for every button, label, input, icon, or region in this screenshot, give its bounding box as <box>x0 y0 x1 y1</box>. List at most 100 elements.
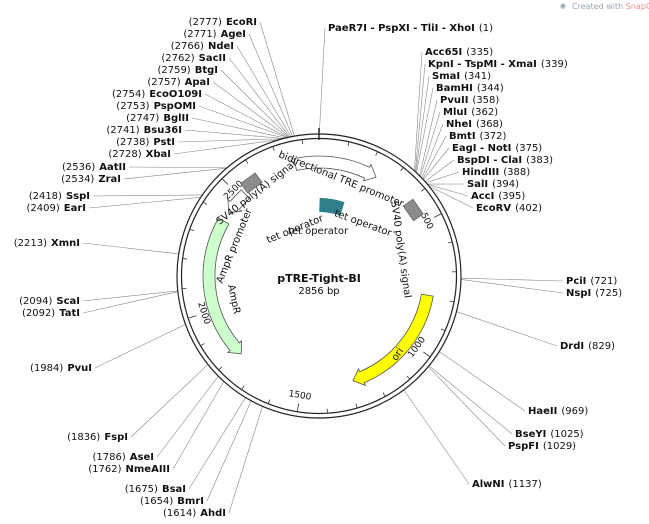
site-position: (358) <box>472 95 499 106</box>
site-label: DrdI(829) <box>560 341 615 352</box>
tet-operator-box <box>327 198 335 214</box>
site-label: SmaI(341) <box>432 71 491 82</box>
leader-line <box>130 364 209 438</box>
site-position: (2409) <box>27 203 60 214</box>
site-label: (2094)ScaI <box>19 296 80 307</box>
site-name: PvuI <box>67 363 92 374</box>
site-position: (339) <box>541 59 568 70</box>
site-label: (2728)XbaI <box>108 149 171 160</box>
site-label: BmtI (372) <box>449 131 507 142</box>
site-label: SalI(394) <box>467 179 519 190</box>
site-name: SspI <box>66 191 90 202</box>
major-tick <box>423 351 430 357</box>
site-label: (1675)BsaI <box>125 484 186 495</box>
minor-tick <box>203 202 208 205</box>
leader-line <box>456 311 558 347</box>
site-name: AseI <box>130 452 154 463</box>
leader-line <box>191 117 286 139</box>
minor-tick <box>421 188 425 192</box>
leader-line <box>212 81 289 138</box>
site-name: BmtI <box>449 131 476 142</box>
site-name: PspOMI <box>154 101 196 112</box>
site-name: BspDI - ClaI <box>457 155 522 166</box>
site-name: EcoRV <box>476 203 511 214</box>
major-tick <box>296 403 300 412</box>
leader-line <box>425 171 460 183</box>
site-position: (1137) <box>509 479 542 490</box>
minor-tick <box>347 142 350 147</box>
site-name: PaeR7I - PspXI - TliI - XhoI <box>328 23 475 34</box>
site-label: HindIII(388) <box>462 167 530 178</box>
watermark: ✺ Created with SnapGene® <box>560 2 649 11</box>
leader-line <box>92 194 203 197</box>
feature-label: SV40 poly(A) signal <box>388 201 412 299</box>
leader-line <box>428 366 506 447</box>
site-position: (2738) <box>116 137 149 148</box>
leader-line <box>422 135 447 180</box>
major-tick <box>188 315 197 319</box>
site-label: BseYI(1025) <box>515 429 584 440</box>
site-label: PvuII(358) <box>440 95 499 106</box>
leader-line <box>123 167 227 180</box>
site-label: (2757)ApaI <box>147 77 210 88</box>
major-tick <box>433 213 442 218</box>
site-position: (2777) <box>189 17 222 28</box>
site-label: (2747)BglII <box>126 113 189 124</box>
site-position: (341) <box>464 71 491 82</box>
site-position: (1614) <box>163 508 196 519</box>
leader-line <box>423 147 450 180</box>
site-label: (2762)SacII <box>161 53 226 64</box>
site-label: PspFI(1029) <box>508 441 576 452</box>
site-position: (2762) <box>161 53 194 64</box>
site-label: (1786)AseI <box>93 452 154 463</box>
site-name: BsaI <box>162 484 186 495</box>
site-position: (372) <box>480 131 507 142</box>
site-position: (1762) <box>88 464 121 475</box>
site-label: (2777) EcoRI <box>189 17 257 28</box>
leader-line <box>82 291 178 314</box>
site-label: AccI(395) <box>471 191 525 202</box>
feature-sv40-poly-a-signal-box <box>240 172 263 194</box>
site-name: EagI - NotI <box>452 143 511 154</box>
leader-line <box>415 75 430 173</box>
leader-line <box>259 21 295 137</box>
site-name: EcoRI <box>226 17 257 28</box>
site-position: (2753) <box>116 101 149 112</box>
site-label: Acc65I (335) <box>425 47 493 58</box>
site-name: NheI <box>446 119 472 130</box>
leader-line <box>420 111 441 177</box>
leader-line <box>424 159 455 182</box>
site-name: Acc65I <box>425 47 462 58</box>
site-position: (335) <box>466 47 493 58</box>
leader-line <box>82 290 178 302</box>
site-label: (2738)PstI <box>116 137 175 148</box>
leader-line <box>204 93 288 138</box>
site-label: (2092)TatI <box>22 308 80 319</box>
site-position: (368) <box>476 119 503 130</box>
map-center: pTRE-Tight-BI 2856 bp <box>277 272 361 297</box>
site-label: (2409) EarI <box>27 203 87 214</box>
minor-tick <box>272 146 275 151</box>
site-label: (1654)BmrI <box>140 496 204 507</box>
leader-line <box>460 279 564 294</box>
minor-tick <box>400 167 404 172</box>
site-name: EarI <box>64 203 86 214</box>
leader-line <box>82 242 179 255</box>
site-label: EcoRV(402) <box>476 203 542 214</box>
site-name: AatII <box>99 162 126 173</box>
site-label: (1836)FspI <box>67 432 128 443</box>
minor-tick <box>218 366 223 370</box>
site-name: XmnI <box>51 238 80 249</box>
site-position: (1984) <box>30 363 63 374</box>
leader-line <box>403 389 470 485</box>
site-position: (2534) <box>61 174 94 185</box>
site-label: (1614)AhdI <box>163 508 226 519</box>
minor-tick <box>241 385 245 390</box>
site-name: BtgI <box>195 65 218 76</box>
site-position: (394) <box>492 179 519 190</box>
plasmid-name: pTRE-Tight-BI <box>277 272 361 285</box>
leader-line <box>460 277 564 282</box>
tet-operator-box <box>330 199 338 214</box>
site-position: (2536) <box>62 162 95 173</box>
leader-line <box>427 184 469 197</box>
